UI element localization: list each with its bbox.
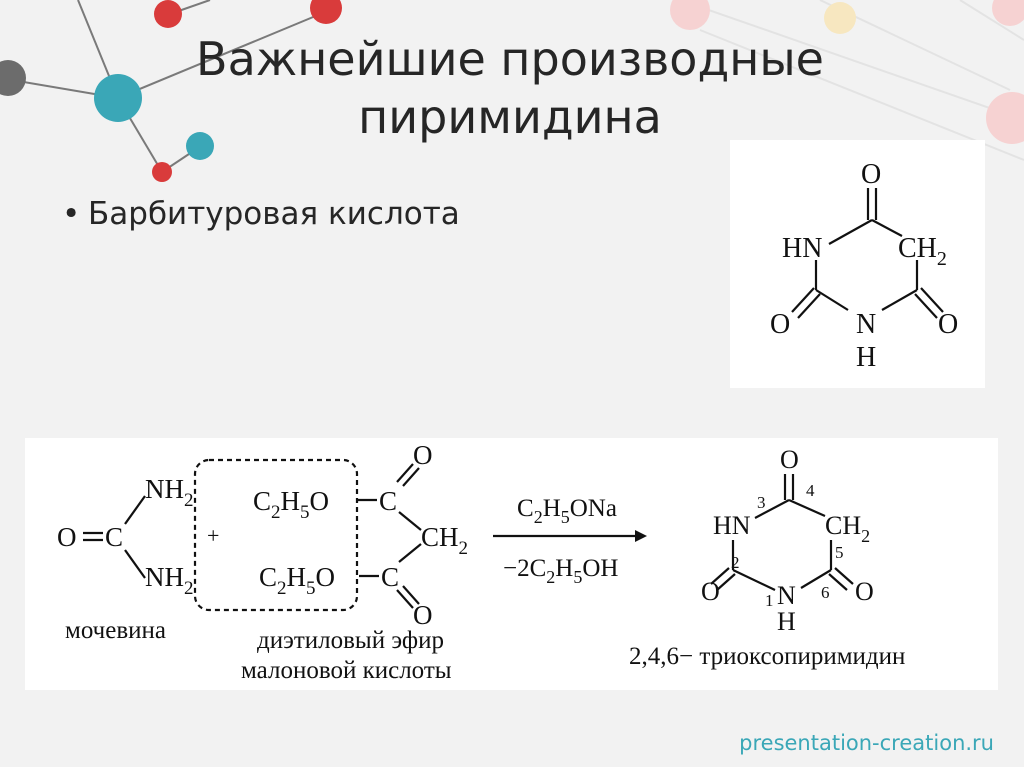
large-teal-node xyxy=(94,74,142,122)
product-label: 2,4,6− триоксопиримидин xyxy=(629,643,905,670)
byproduct-label: −2C2H5OH xyxy=(503,555,618,587)
o-right: O xyxy=(938,309,958,340)
ester-c2h5o-bottom: C2H5O xyxy=(259,562,335,599)
ester-label-line-1: диэтиловый эфир xyxy=(257,627,444,654)
urea-label: мочевина xyxy=(65,617,166,644)
synthesis-reaction-scheme: O C NH2 NH2 мочевина + C2H5O C2H5O xyxy=(57,440,905,684)
ester-c-bottom: C xyxy=(381,562,399,592)
dashed-highlight-box xyxy=(193,458,359,612)
o-top: O xyxy=(861,159,881,190)
faded-node-3 xyxy=(986,92,1024,144)
product-o-top: O xyxy=(780,445,799,474)
grey-node xyxy=(0,60,26,96)
barbituric-acid-structure-panel: O HN CH2 O O N H xyxy=(730,140,985,388)
ch2-label: CH2 xyxy=(898,233,947,270)
barbituric-acid-structure: O HN CH2 O O N H xyxy=(770,159,958,373)
ester-label-line-2: малоновой кислоты xyxy=(241,657,452,684)
urea-c: C xyxy=(105,522,123,552)
product-ch2: CH2 xyxy=(825,511,870,546)
small-teal-node xyxy=(186,132,214,160)
reagent-label: C2H5ONa xyxy=(517,495,617,527)
ester-o-top: O xyxy=(413,440,433,470)
product-o-left: O xyxy=(701,577,720,606)
ring-number-3: 3 xyxy=(757,493,766,512)
n-bottom: N xyxy=(856,309,876,340)
red-node-top-right xyxy=(310,0,342,24)
product-n: N xyxy=(777,581,796,610)
plus-sign: + xyxy=(207,523,219,548)
ester-c-top: C xyxy=(379,486,397,516)
urea-molecule: O C NH2 NH2 мочевина xyxy=(57,474,194,644)
arrow-head-icon xyxy=(635,530,647,542)
faded-node-4 xyxy=(992,0,1024,26)
ring-number-4: 4 xyxy=(806,481,815,500)
ester-ch2: CH2 xyxy=(421,522,468,559)
title-line-1: Важнейшие производные xyxy=(196,32,824,86)
ring-number-6: 6 xyxy=(821,583,830,602)
bullet-dot-icon: • xyxy=(62,196,81,232)
red-node-top xyxy=(154,0,182,28)
title-line-2: пиримидина xyxy=(358,90,662,144)
ring-number-2: 2 xyxy=(731,553,740,572)
slide-title: Важнейшие производные пиримидина xyxy=(160,30,860,146)
urea-nh2-top: NH2 xyxy=(145,474,194,511)
ester-c2h5o-top: C2H5O xyxy=(253,486,329,523)
ring-number-1: 1 xyxy=(765,591,774,610)
faded-node-2 xyxy=(824,2,856,34)
synthesis-reaction-panel: O C NH2 NH2 мочевина + C2H5O C2H5O xyxy=(25,438,998,690)
faded-node-1 xyxy=(670,0,710,30)
hn-label: HN xyxy=(782,233,822,264)
urea-o: O xyxy=(57,522,77,552)
product-h: H xyxy=(777,607,796,636)
malonic-ester-molecule: C2H5O C2H5O C C O O CH2 диэтиловый эфир … xyxy=(241,440,468,684)
product-molecule: O 3 4 HN CH2 5 2 6 1 O O N H xyxy=(629,445,905,670)
o-left: O xyxy=(770,309,790,340)
ring-number-5: 5 xyxy=(835,543,844,562)
h-bottom: H xyxy=(856,342,876,373)
bullet-item: •Барбитуровая кислота xyxy=(62,196,460,232)
product-o-right: O xyxy=(855,577,874,606)
red-node-small xyxy=(152,162,172,182)
bullet-text: Барбитуровая кислота xyxy=(88,196,460,232)
product-hn: HN xyxy=(713,511,751,540)
watermark-site-link[interactable]: presentation-creation.ru xyxy=(739,731,994,755)
ester-o-bottom: O xyxy=(413,600,433,630)
urea-nh2-bottom: NH2 xyxy=(145,562,194,599)
